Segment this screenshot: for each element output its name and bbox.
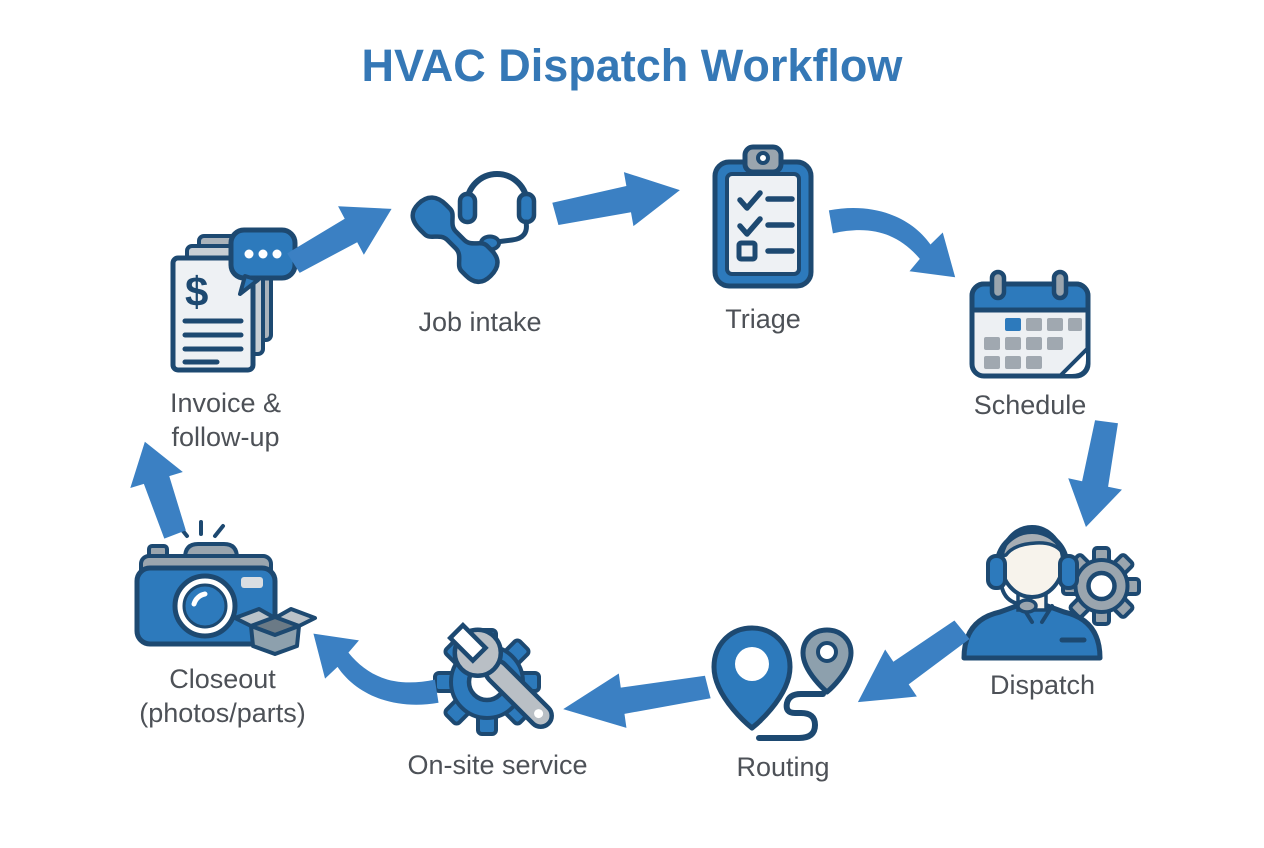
step-label: Job intake (418, 307, 542, 337)
arrow-triage-to-schedule (812, 192, 974, 297)
page-title: HVAC Dispatch Workflow (361, 40, 903, 91)
arrow-onsite-to-closeout (294, 614, 457, 721)
wrench (447, 622, 554, 729)
step-label: Closeout (photos/parts) (139, 664, 306, 729)
arrow-closeout-to-invoice (115, 431, 204, 545)
clipboard-checklist-icon (704, 142, 822, 294)
step-dispatch: Dispatch (940, 512, 1145, 702)
arrow-job-intake-to-triage (549, 159, 688, 243)
arrow-dispatch-to-routing (838, 604, 982, 730)
arrow-schedule-to-dispatch (1055, 415, 1139, 535)
camera-parts-box-icon (133, 520, 317, 656)
step-label: Invoice & follow-up (169, 388, 282, 453)
phone-headset-icon (405, 152, 555, 297)
parts-box (232, 607, 317, 656)
calendar-icon (964, 268, 1096, 380)
step-schedule: Schedule (930, 268, 1130, 422)
wrench-gear-icon (415, 614, 580, 740)
step-label: Triage (725, 304, 801, 334)
arrow-routing-to-onsite (556, 658, 713, 740)
step-label: Dispatch (989, 670, 1096, 700)
step-closeout: Closeout (photos/parts) (105, 520, 340, 731)
step-triage: Triage (663, 142, 863, 336)
step-routing: Routing (683, 624, 883, 784)
svg-text:$: $ (185, 268, 208, 315)
step-label: Routing (736, 752, 830, 782)
arrow-invoice-to-job-intake (277, 181, 408, 290)
step-invoice-follow-up: $ Invoice & follow-up (128, 226, 323, 455)
gear (1061, 546, 1141, 626)
step-on-site-service: On-site service (385, 614, 610, 782)
step-label: Schedule (973, 390, 1087, 420)
step-label: On-site service (407, 750, 588, 780)
invoice-chat-icon: $ (151, 226, 301, 378)
step-job-intake: Job intake (380, 152, 580, 339)
dispatcher-headset-gear-icon (950, 512, 1141, 661)
dispatcher (961, 525, 1103, 661)
map-pins-route-icon (707, 624, 859, 742)
